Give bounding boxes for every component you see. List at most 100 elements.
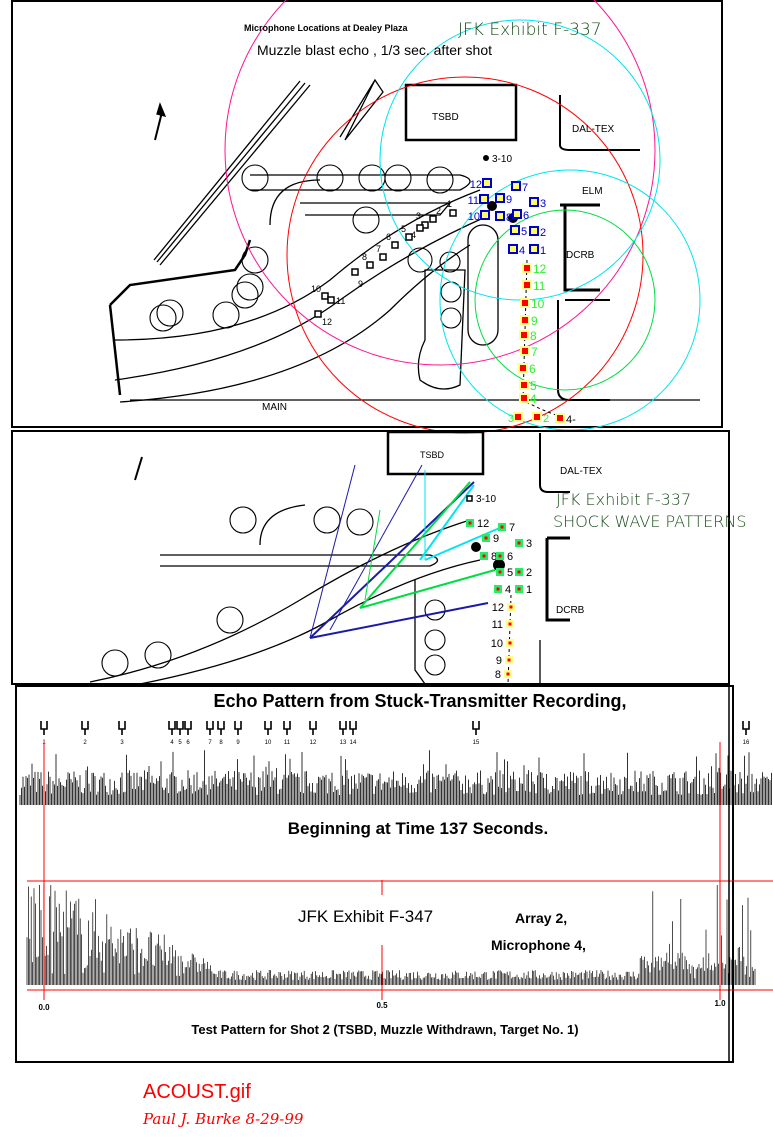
author-signature: Paul J. Burke 8-29-99 (142, 1110, 304, 1128)
array2-mic-core (534, 414, 540, 420)
echo-marker-icon (217, 721, 225, 735)
top-panel: Microphone Locations at Dealey Plaza JFK… (11, 0, 723, 434)
street-mic-label: 12 (322, 317, 332, 327)
shock-line-green-3 (364, 509, 381, 601)
tsbd-label: TSBD (420, 450, 445, 460)
echo-marker-label: 7 (208, 740, 212, 746)
array3-mic-marker (495, 211, 505, 221)
array3-mic-marker (529, 197, 539, 207)
array2-mic-core (522, 348, 528, 354)
array2-mic-label: 9 (496, 655, 502, 667)
array3-mic-label: 5 (507, 567, 513, 579)
position-3-10-marker (466, 495, 473, 502)
street-mic-marker (314, 310, 322, 318)
street-mic-label: 3 (416, 211, 421, 221)
array3-mic-label: 4 (519, 245, 525, 257)
street-mic-label: 5 (401, 224, 406, 234)
exhibit-label-bg (290, 898, 480, 928)
street-mic-marker (429, 215, 437, 223)
dcrb-label: DCRB (556, 605, 585, 616)
echo-marker-icon (234, 721, 242, 735)
echo-marker-icon (40, 721, 48, 735)
array2-mic-label: 10 (531, 297, 545, 311)
array2-mic-label: 8 (530, 329, 537, 343)
array3-mic-label: 1 (526, 584, 532, 596)
bottom-exhibit-label: JFK Exhibit F-347 (298, 907, 433, 926)
street-mic-label: 6 (386, 232, 391, 242)
array2-mic-core (522, 300, 528, 306)
array3-mic-label: 2 (540, 227, 546, 239)
array3-mic-label: 12 (477, 518, 489, 530)
array3-mic-marker (482, 178, 492, 188)
echo-marker-icon (349, 721, 357, 735)
echo-marker-label: 4 (170, 740, 174, 746)
array2-mic-label: 6 (529, 362, 536, 376)
shock-line-green-1 (359, 481, 471, 609)
array3-mic-label: 12 (470, 179, 482, 191)
array2-mic-label: 8 (495, 669, 501, 681)
street-mic-marker (321, 292, 329, 300)
street-mic-label: 1 (447, 199, 452, 209)
top-panel-frame (11, 0, 723, 428)
top-subtitle: Muzzle blast echo , 1/3 sec. after shot (257, 42, 492, 58)
echo-marker-label: 5 (178, 740, 182, 746)
echo-marker-icon (339, 721, 347, 735)
middle-exhibit-label: JFK Exhibit F-337 (556, 490, 691, 509)
array2-mic-core (521, 395, 527, 401)
test-pattern-caption: Test Pattern for Shot 2 (TSBD, Muzzle Wi… (191, 1022, 578, 1037)
array2-mic-label: 5 (530, 379, 537, 393)
daltex-label: DAL-TEX (572, 124, 615, 135)
array3-mic-marker (480, 210, 490, 220)
street-mic-marker (405, 233, 413, 241)
array2-mic-core (520, 365, 526, 371)
array3-mic-label: 5 (521, 226, 527, 238)
echo-marker-label: 14 (350, 740, 357, 746)
array2-mic-core (521, 382, 527, 388)
echo-marker-label: 3 (120, 740, 124, 746)
shock-line-cyan-1 (419, 484, 475, 561)
top-title: Microphone Locations at Dealey Plaza (244, 23, 409, 33)
array2-mic-core (557, 415, 563, 421)
array3-mic-label: 9 (506, 194, 512, 206)
array2-mic-core (524, 282, 530, 288)
shock-line-blue-2 (309, 602, 489, 639)
array2-mic-core (522, 317, 528, 323)
car-position-dot (487, 201, 497, 211)
echo-marker-label: 10 (265, 740, 272, 746)
dealey-plaza-map (108, 78, 700, 403)
street-mic-marker (449, 209, 457, 217)
array2-mic-label: 4- (566, 414, 576, 426)
street-mic-label: 11 (336, 296, 345, 306)
array3-mic-label: 7 (509, 522, 515, 534)
array3-mic-marker (479, 194, 489, 204)
array3-mic-label: 3 (540, 198, 546, 210)
test-pattern-waveform (26, 885, 756, 985)
street-mic-marker (379, 253, 387, 261)
shock-line-cyan-2 (424, 526, 503, 561)
array-label: Array 2, (515, 910, 567, 926)
street-mic-label: 4 (411, 230, 416, 240)
time-caption: Beginning at Time 137 Seconds. (288, 819, 548, 838)
main-street-label: MAIN (262, 402, 287, 413)
array3-mic-label: 11 (468, 195, 479, 207)
array3-mic-marker (510, 225, 520, 235)
array3-mic-label: 10 (468, 211, 480, 223)
array2-mic-label: 12 (492, 602, 504, 614)
shock-line-blue-3 (309, 464, 356, 639)
tsbd-label: TSBD (432, 112, 459, 123)
echo-marker-icon (309, 721, 317, 735)
array3-mic-label: 8 (491, 551, 497, 563)
array3-mic-label: 8 (506, 212, 512, 224)
shock-wave-title: SHOCK WAVE PATTERNS (553, 512, 746, 531)
muzzle-circle-magenta (224, 0, 656, 366)
array3-mic-label: 3 (526, 538, 532, 550)
array3-mic-label: 4 (505, 584, 511, 596)
middle-panel-frame (11, 430, 730, 685)
street-mic-marker (351, 268, 359, 276)
street-mic-label: 8 (362, 252, 367, 262)
echo-marker-label: 16 (743, 740, 750, 746)
array2-mic-label: 3 (508, 413, 514, 425)
